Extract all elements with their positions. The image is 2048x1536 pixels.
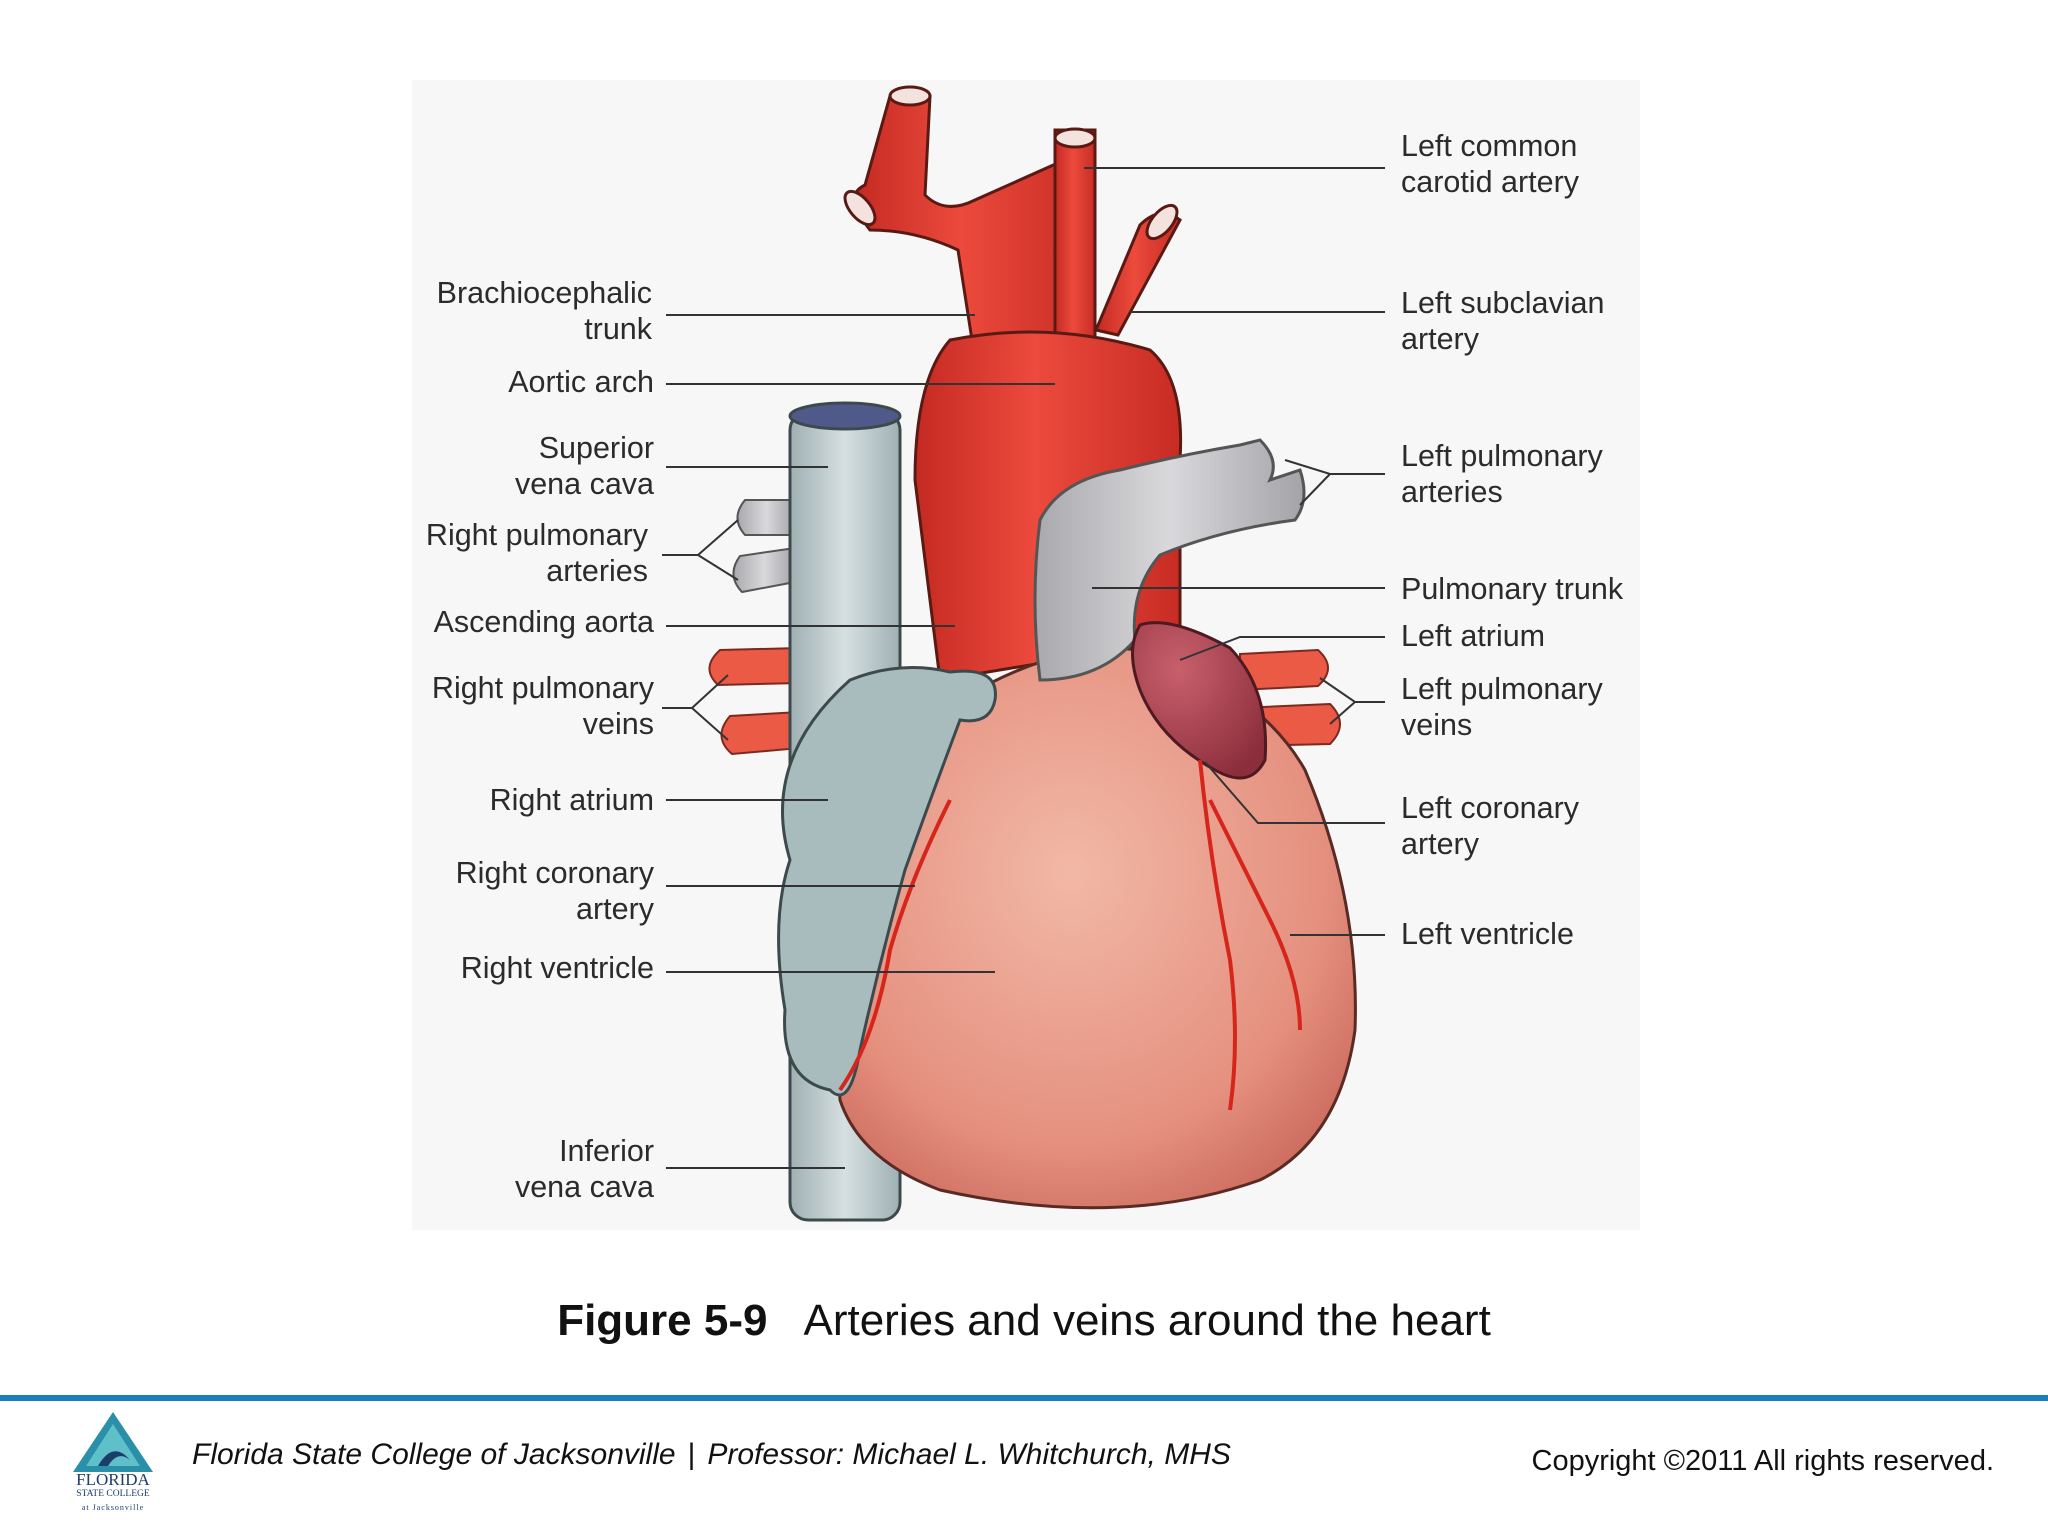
label-line: Right pulmonary (431, 671, 654, 705)
label-line: arteries (1401, 475, 1503, 509)
label-superior-vena-cava: Superior vena cava (515, 430, 654, 502)
label-right-pulmonary-arteries: Right pulmonary arteries (426, 517, 648, 589)
label-aortic-arch: Aortic arch (508, 364, 654, 400)
label-right-coronary-artery: Right coronary artery (456, 855, 654, 927)
label-line: trunk (584, 312, 652, 346)
label-line: vena cava (514, 1170, 654, 1204)
footer-separator: | (687, 1438, 696, 1471)
label-line: Pulmonary trunk (1401, 572, 1624, 606)
figure-caption: Figure 5-9 Arteries and veins around the … (0, 1296, 2048, 1346)
label-left-pulmonary-veins: Left pulmonary veins (1401, 671, 1603, 743)
footer-credits: Florida State College of Jacksonville | Pr… (192, 1438, 1231, 1472)
label-left-coronary-artery: Left coronary artery (1401, 790, 1579, 862)
logo-text-state-college: STATE COLLEGE (76, 1489, 150, 1499)
label-line: Left ventricle (1401, 917, 1574, 951)
footer-professor: Professor: Michael L. Whitchurch, MHS (707, 1438, 1231, 1471)
label-inferior-vena-cava: Inferior vena cava (515, 1133, 654, 1205)
logo-text-florida: FLORIDA (76, 1470, 150, 1489)
coronary-arteries (838, 759, 1302, 1111)
label-line: veins (582, 707, 654, 741)
pulmonary-trunk-shape (1033, 438, 1306, 682)
label-brachiocephalic-trunk: Brachiocephalic trunk (437, 275, 652, 347)
logo-text-jacksonville: at Jacksonville (81, 1503, 145, 1512)
label-left-subclavian-artery: Left subclavian artery (1401, 285, 1604, 357)
label-line: carotid artery (1401, 165, 1579, 199)
aortic-branches (843, 85, 1182, 362)
left-atrium-shape (1131, 621, 1268, 780)
label-line: vena cava (514, 467, 654, 501)
label-line: Brachiocephalic (436, 276, 652, 310)
label-line: Right pulmonary (425, 518, 648, 552)
label-line: Left atrium (1401, 619, 1546, 653)
label-line: artery (1401, 322, 1479, 356)
label-line: Inferior (559, 1134, 654, 1168)
label-line: Right coronary (455, 856, 654, 890)
label-ascending-aorta: Ascending aorta (434, 604, 654, 640)
college-logo-icon (73, 1412, 153, 1472)
footer-institution: Florida State College of Jacksonville (192, 1438, 676, 1471)
right-pulmonary-arteries-shape (732, 499, 796, 594)
label-left-pulmonary-arteries: Left pulmonary arteries (1401, 438, 1603, 510)
label-right-atrium: Right atrium (490, 782, 654, 818)
label-left-atrium: Left atrium (1401, 618, 1545, 654)
leader-lines (662, 167, 1385, 1169)
footer-divider (0, 1395, 2048, 1401)
label-line: Left common (1401, 129, 1578, 163)
label-line: Right atrium (489, 783, 654, 817)
figure-title: Arteries and veins around the heart (803, 1296, 1491, 1345)
label-right-pulmonary-veins: Right pulmonary veins (432, 670, 654, 742)
label-line: Left pulmonary (1401, 672, 1603, 706)
label-line: Aortic arch (508, 365, 654, 399)
label-line: arteries (546, 554, 648, 588)
label-line: Superior (538, 431, 654, 465)
right-atrium-shape (777, 666, 997, 1097)
label-line: artery (1401, 827, 1479, 861)
label-line: Ascending aorta (433, 605, 654, 639)
label-left-ventricle: Left ventricle (1401, 916, 1574, 952)
label-line: Left pulmonary (1401, 439, 1603, 473)
footer-copyright: Copyright ©2011 All rights reserved. (1531, 1445, 1995, 1477)
label-line: Right ventricle (460, 951, 654, 985)
figure-number: Figure 5-9 (557, 1296, 768, 1345)
label-right-ventricle: Right ventricle (461, 950, 654, 986)
label-line: veins (1401, 708, 1473, 742)
right-pulmonary-veins-shape (708, 646, 801, 756)
label-left-common-carotid-artery: Left common carotid artery (1401, 128, 1579, 200)
label-line: Left coronary (1401, 791, 1580, 825)
label-line: Left subclavian (1401, 286, 1605, 320)
label-line: artery (576, 892, 654, 926)
label-pulmonary-trunk: Pulmonary trunk (1401, 571, 1623, 607)
